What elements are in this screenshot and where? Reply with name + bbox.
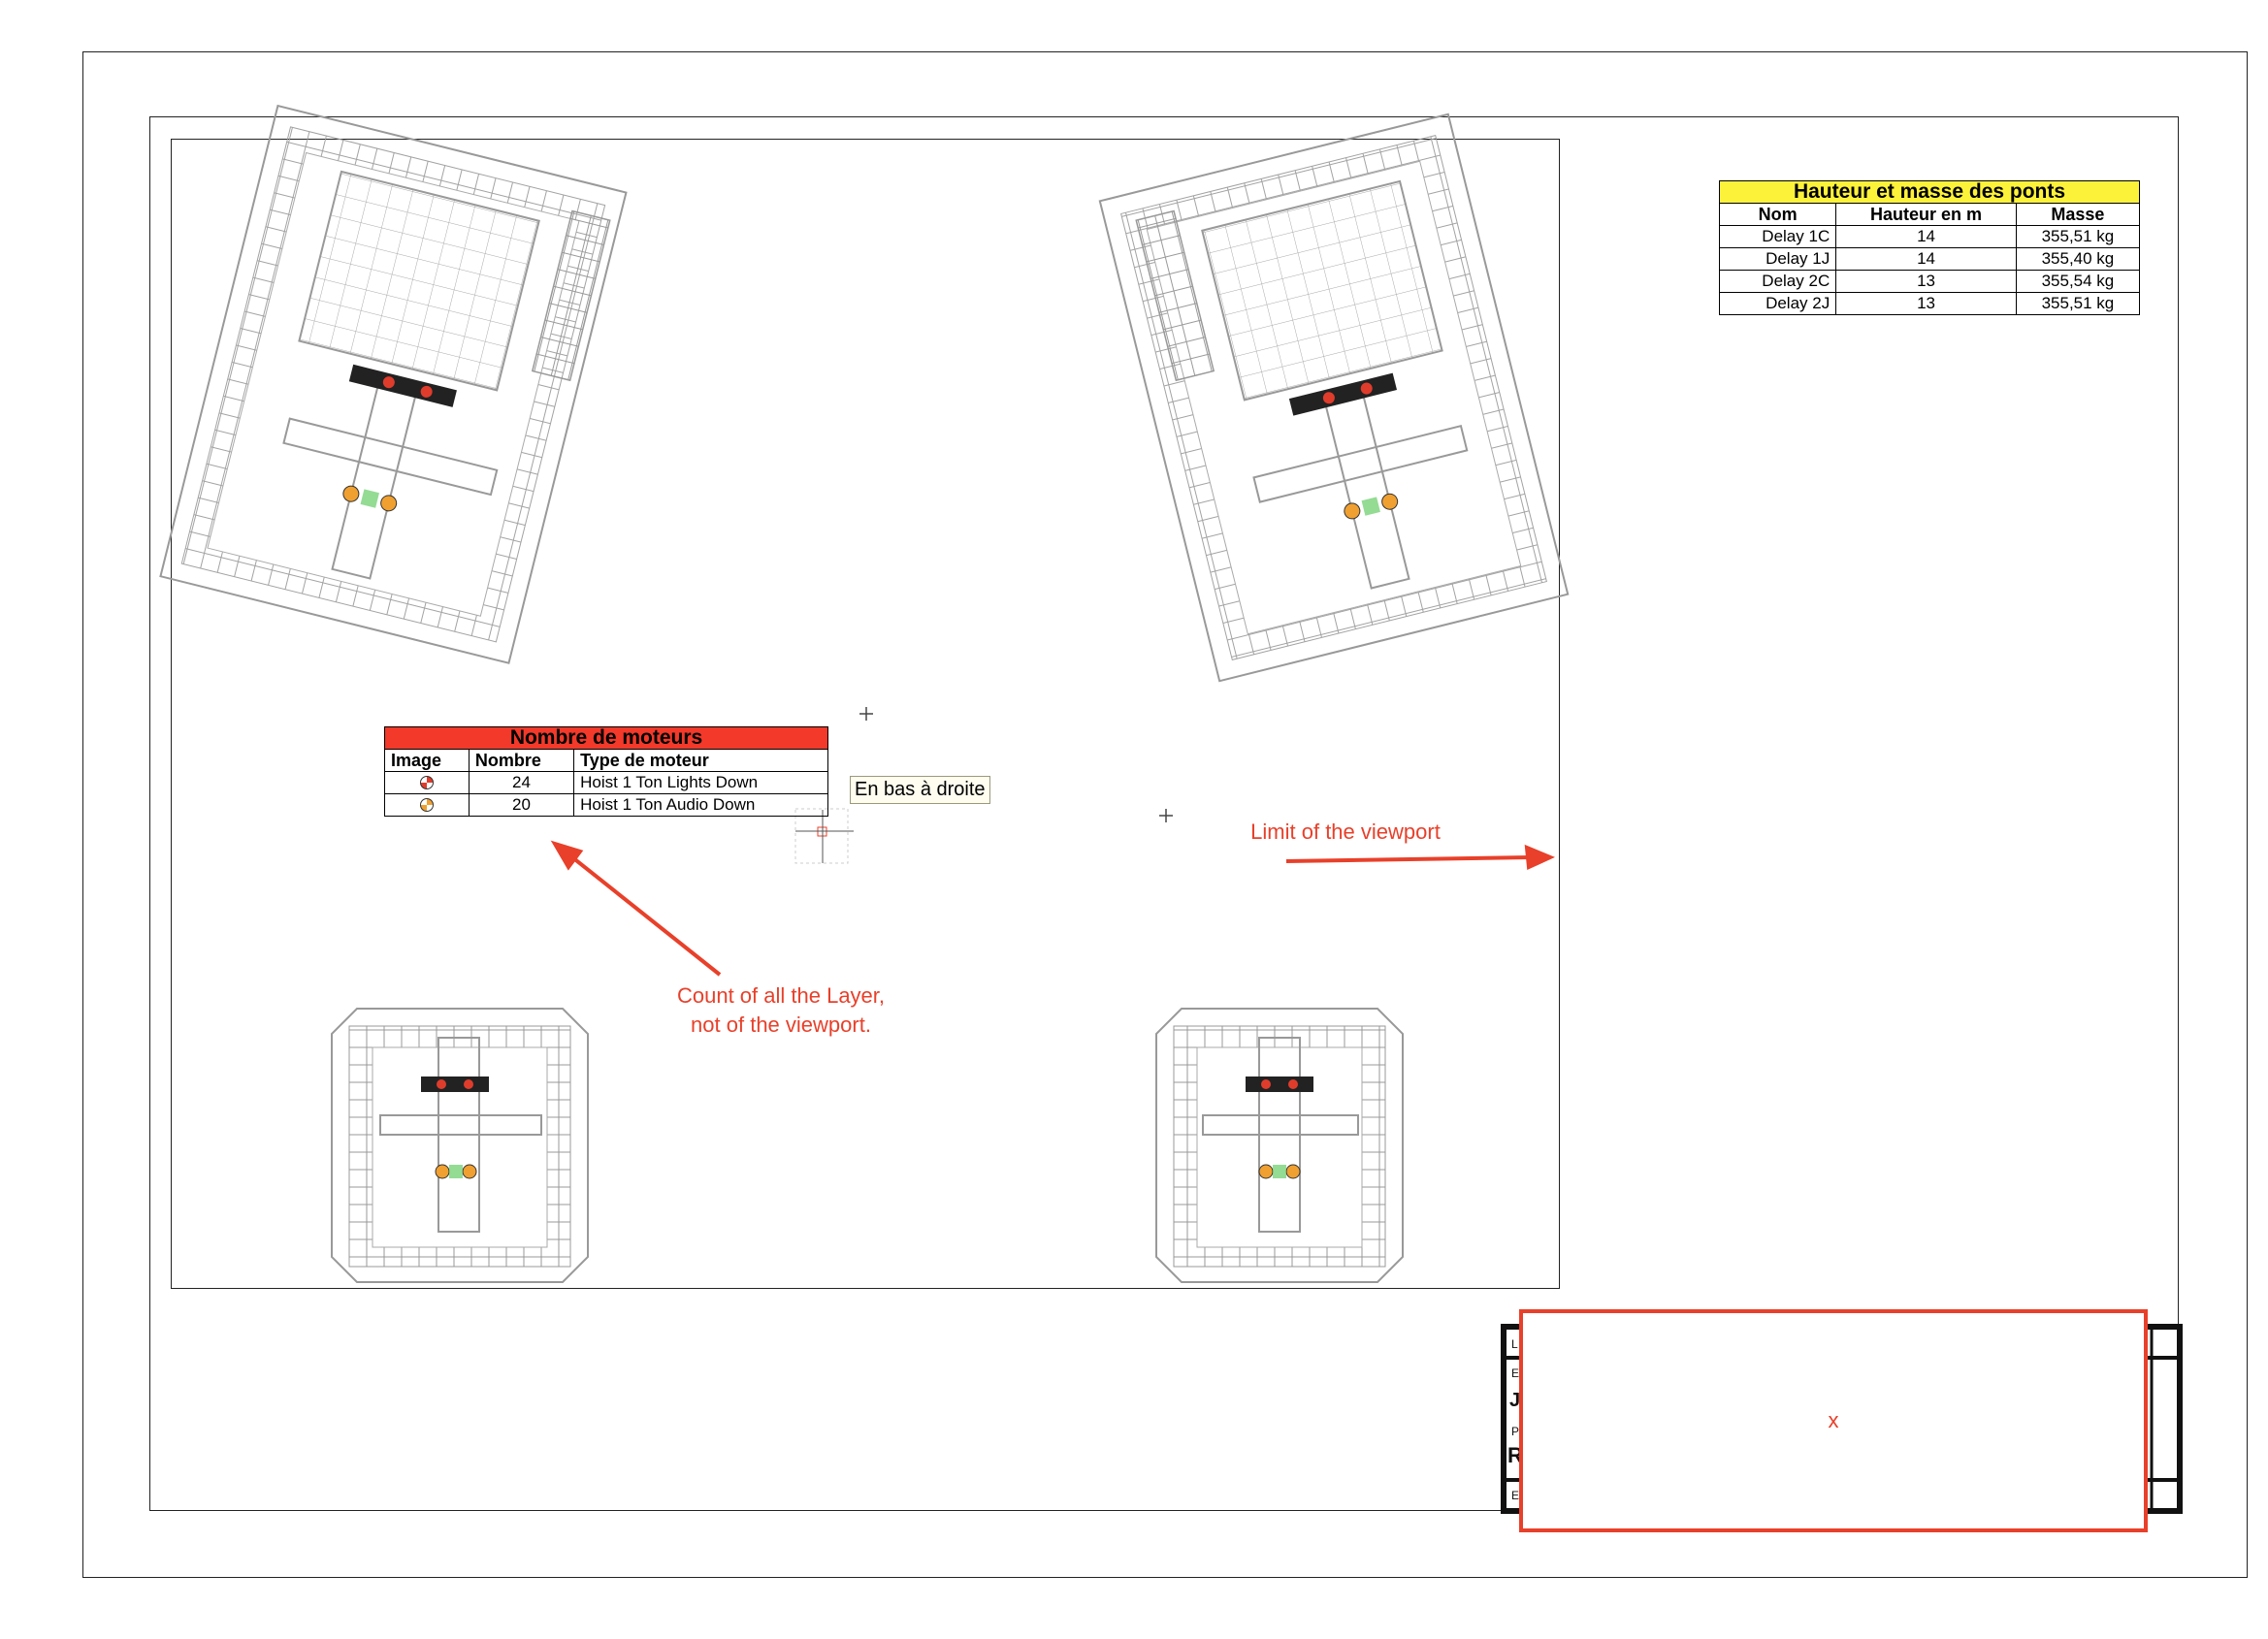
mass-table-header-mass: Masse (2015, 203, 2141, 226)
mass-table-title: Hauteur et masse des ponts (1719, 180, 2140, 204)
position-tooltip: En bas à droite (850, 776, 990, 804)
mass-table-cell: 355,54 kg (2015, 270, 2141, 293)
count-note-line-1: Count of all the Layer, (676, 983, 886, 1008)
truss-structure-delay-1c (159, 104, 628, 664)
mass-table-header-height: Hauteur en m (1835, 203, 2017, 226)
mass-table-header-name: Nom (1718, 203, 1837, 226)
mass-table-cell: 355,40 kg (2015, 247, 2141, 271)
svg-text:L: L (1511, 1337, 1518, 1351)
truss-structure-delay-2c (331, 1008, 589, 1283)
hoist-audio-icon (419, 797, 434, 812)
arrow-viewport-limit (1285, 844, 1556, 870)
redaction-box: x (1519, 1309, 2148, 1532)
motor-table-title: Nombre de moteurs (384, 726, 828, 750)
truss-structure-delay-2j (1155, 1008, 1404, 1283)
motor-table-count: 20 (468, 793, 575, 817)
svg-text:J: J (1509, 1390, 1520, 1411)
mass-table-cell: Delay 2C (1718, 270, 1837, 293)
hoist-lights-icon (419, 775, 434, 789)
svg-text:P: P (1511, 1425, 1519, 1438)
mass-table-cell: Delay 1C (1718, 225, 1837, 248)
sheet-outer-border (82, 51, 2248, 1578)
motor-table-header-image: Image (384, 749, 470, 772)
truss-arm-delay-1j (1135, 209, 1215, 382)
motor-table-image-cell (384, 793, 470, 817)
motor-table-header-type: Type de moteur (573, 749, 828, 772)
mass-table[interactable]: Hauteur et masse des ponts Nom Hauteur e… (1718, 180, 2141, 315)
arrow-count-note (550, 840, 722, 977)
table-row: Delay 2J 13 355,51 kg (1718, 292, 2141, 315)
table-row: 20 Hoist 1 Ton Audio Down (384, 793, 828, 817)
mass-table-cell: 13 (1835, 292, 2017, 315)
count-note-annotation: Count of all the Layer, not of the viewp… (631, 981, 931, 1040)
mass-table-cell: 13 (1835, 270, 2017, 293)
table-row: Delay 2C 13 355,54 kg (1718, 270, 2141, 293)
viewport-limit-annotation: Limit of the viewport (1250, 820, 1441, 844)
count-note-line-2: not of the viewport. (691, 1012, 871, 1037)
motor-table-image-cell (384, 771, 470, 794)
motor-table-type: Hoist 1 Ton Lights Down (573, 771, 828, 794)
table-row: Delay 1J 14 355,40 kg (1718, 247, 2141, 271)
selection-handles (794, 808, 854, 864)
redaction-mark: x (1828, 1408, 1839, 1432)
crosshair-marker (859, 707, 1173, 822)
mass-table-cell: 355,51 kg (2015, 225, 2141, 248)
truss-structure-delay-1j (1098, 112, 1570, 683)
motor-table-header-count: Nombre (468, 749, 575, 772)
motor-table-count: 24 (468, 771, 575, 794)
mass-table-cell: Delay 2J (1718, 292, 1837, 315)
mass-table-cell: 14 (1835, 247, 2017, 271)
mass-table-cell: 355,51 kg (2015, 292, 2141, 315)
motor-table-type: Hoist 1 Ton Audio Down (573, 793, 828, 817)
sheet-inner-border (149, 116, 2179, 1511)
mass-table-cell: 14 (1835, 225, 2017, 248)
motor-table[interactable]: Nombre de moteurs Image Nombre Type de m… (384, 726, 828, 817)
truss-arm-delay-1c (531, 209, 611, 382)
table-row: Delay 1C 14 355,51 kg (1718, 225, 2141, 248)
svg-text:E: E (1511, 1366, 1519, 1380)
viewport-frame[interactable] (171, 139, 1560, 1289)
mass-table-cell: Delay 1J (1718, 247, 1837, 271)
svg-text:E: E (1511, 1489, 1519, 1502)
table-row: 24 Hoist 1 Ton Lights Down (384, 771, 828, 794)
